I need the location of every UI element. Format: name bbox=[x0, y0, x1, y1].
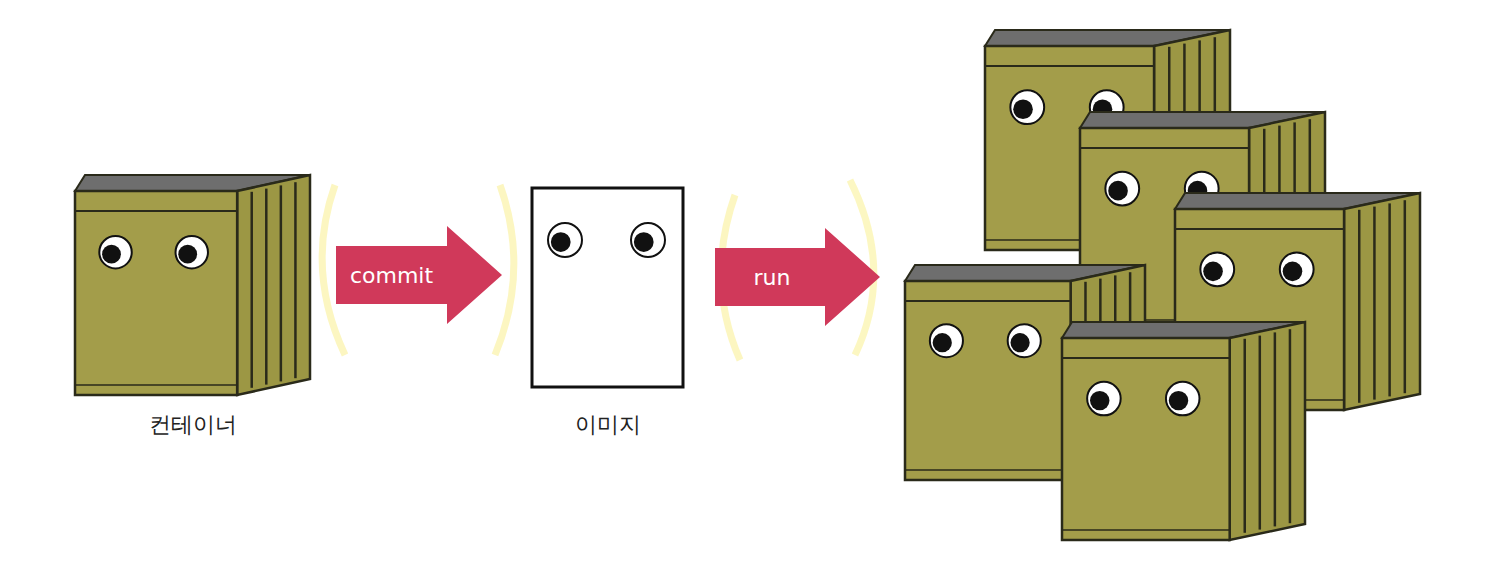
node-art bbox=[525, 180, 690, 444]
crate-front bbox=[905, 281, 1071, 480]
pupil bbox=[1108, 181, 1128, 201]
pupil bbox=[634, 232, 654, 252]
crate-slat bbox=[1388, 203, 1391, 396]
node-art bbox=[70, 170, 315, 444]
eye bbox=[1200, 252, 1234, 286]
block-arrow bbox=[336, 226, 502, 324]
pupil bbox=[1203, 262, 1223, 282]
arrow-label-wrap: commit bbox=[350, 263, 433, 288]
crate-slat bbox=[1274, 332, 1277, 526]
run-arrow bbox=[715, 228, 880, 326]
pupil bbox=[1169, 391, 1188, 410]
container-node: 컨테이너 bbox=[70, 170, 315, 444]
eye bbox=[930, 324, 963, 357]
pupil bbox=[551, 232, 571, 252]
crate-slat bbox=[280, 185, 283, 381]
crate-front bbox=[1062, 338, 1230, 540]
crate-slat bbox=[1373, 207, 1376, 400]
crate-side bbox=[1344, 193, 1420, 410]
crate-band bbox=[75, 384, 237, 386]
eye bbox=[1166, 382, 1200, 416]
crate-slat bbox=[1259, 336, 1262, 530]
eye bbox=[176, 236, 208, 268]
crate-band bbox=[985, 65, 1154, 67]
image-frame bbox=[532, 188, 683, 387]
crate-band bbox=[905, 300, 1071, 302]
crate-slat bbox=[250, 192, 253, 388]
crate-band bbox=[905, 469, 1071, 471]
arrow-label: run bbox=[754, 265, 791, 290]
container-group bbox=[905, 30, 1420, 540]
eye bbox=[1008, 324, 1041, 357]
pupil bbox=[1013, 99, 1033, 119]
arrow-label-wrap: run bbox=[754, 265, 791, 290]
arrow-label: commit bbox=[350, 263, 433, 288]
image-node: 이미지 bbox=[525, 180, 690, 444]
pupil bbox=[1090, 391, 1109, 410]
crate-slat bbox=[1243, 339, 1246, 533]
crate-slat bbox=[294, 182, 297, 378]
pupil bbox=[1283, 262, 1303, 282]
eye bbox=[99, 236, 131, 268]
pupil bbox=[102, 245, 121, 264]
pupil bbox=[933, 333, 952, 352]
node-label: 이미지 bbox=[571, 408, 645, 444]
crate-band bbox=[1062, 529, 1230, 531]
eye bbox=[1105, 172, 1139, 206]
container-crate bbox=[75, 175, 310, 395]
node-label: 컨테이너 bbox=[145, 408, 241, 444]
crate-slat bbox=[1289, 329, 1292, 523]
eye bbox=[1087, 382, 1121, 416]
crate-band bbox=[1175, 228, 1344, 230]
crate-front bbox=[75, 191, 237, 395]
crate-band bbox=[1080, 147, 1249, 149]
container-crate bbox=[1062, 322, 1305, 540]
crate-slat bbox=[1404, 200, 1407, 393]
pupil bbox=[178, 245, 197, 264]
eye bbox=[1280, 252, 1314, 286]
eye bbox=[631, 223, 665, 257]
crate-slat bbox=[1358, 210, 1361, 403]
eye bbox=[548, 223, 582, 257]
crate-side bbox=[237, 175, 310, 395]
eye bbox=[1010, 90, 1044, 124]
image-sheet bbox=[532, 188, 683, 387]
crate-slat bbox=[265, 189, 268, 385]
pupil bbox=[1010, 333, 1029, 352]
crate-band bbox=[75, 210, 237, 212]
crate-band bbox=[1062, 357, 1230, 359]
crate-side bbox=[1230, 322, 1305, 540]
